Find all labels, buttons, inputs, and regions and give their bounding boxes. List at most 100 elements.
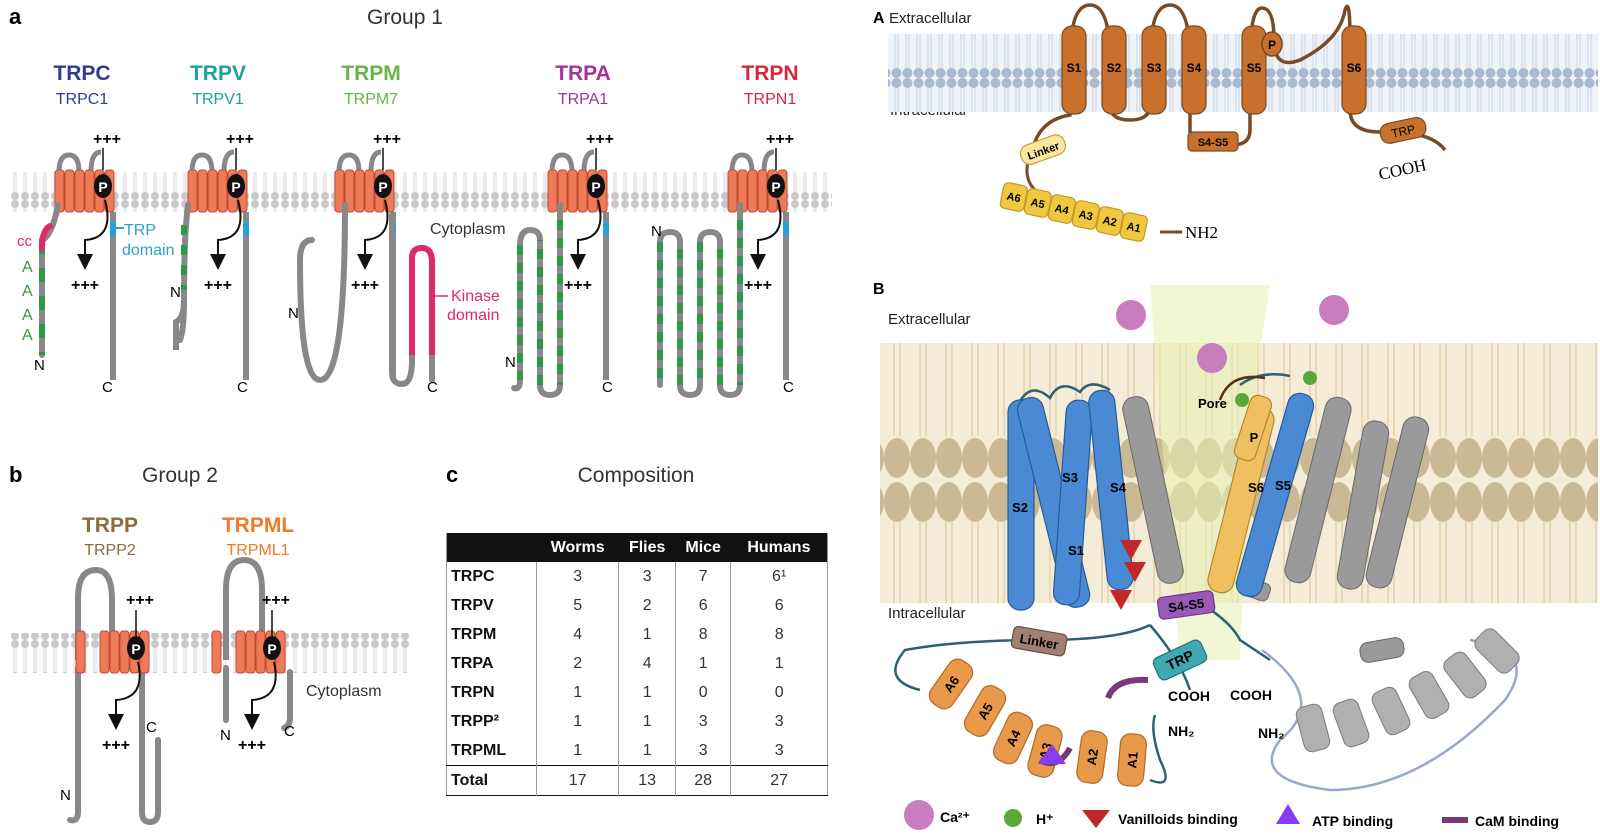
member-trpv1: TRPV1 — [192, 91, 244, 108]
tm-helix — [74, 169, 85, 213]
table-cell: 4 — [618, 649, 676, 678]
tm-helix — [567, 169, 578, 213]
member-trpml1: TRPML1 — [226, 542, 289, 559]
tm-helix — [364, 169, 375, 213]
plus-charge-top: +++ — [262, 592, 290, 609]
trpp-n-tail — [67, 665, 81, 824]
member-trpa1: TRPA1 — [558, 91, 608, 108]
legend-atp-label: ATP binding — [1312, 813, 1393, 829]
blue-helices — [1007, 389, 1315, 611]
tm-helix — [109, 630, 120, 674]
table-cell: 0 — [674, 678, 731, 707]
ankyrin-label-2: A — [22, 283, 33, 300]
svg-text:TRP: TRP — [1390, 122, 1416, 141]
ankyrin-a1: A1 — [1117, 733, 1147, 787]
legend-vanilloid-icon — [1082, 810, 1110, 828]
plus-charge-top: +++ — [586, 131, 614, 148]
vanilloid-site-3 — [1110, 590, 1132, 610]
tm-helix — [354, 169, 365, 213]
table-cell: TRPC — [451, 567, 495, 585]
channel-unit-trpp: P++++++ — [75, 592, 154, 754]
trpn-n-label: N — [651, 223, 662, 240]
extracellular-label-A: Extracellular — [889, 10, 972, 27]
tm-helix — [99, 630, 110, 674]
table-cell: TRPA — [451, 654, 494, 672]
member-trpn1: TRPN1 — [744, 91, 797, 108]
ankyrin-a6: A6 — [999, 182, 1028, 212]
tm-helix — [547, 169, 558, 213]
calcium-ion-3 — [1319, 295, 1349, 325]
tm-helix — [577, 169, 588, 213]
pore-icon — [94, 174, 112, 198]
trpm-n-label: N — [288, 305, 299, 322]
ankyrin-a2: A2 — [1076, 730, 1108, 784]
plus-charge-bottom: +++ — [71, 277, 99, 294]
table-cell: 8 — [674, 620, 731, 649]
kinase-domain-label-2: domain — [447, 307, 499, 324]
cooh-right-label: COOH — [1230, 687, 1272, 703]
table-cell: 2 — [618, 591, 676, 620]
table-header-cell: Flies — [618, 533, 676, 562]
loop — [729, 149, 775, 173]
tm-helix — [747, 169, 758, 213]
table-cell: 0 — [730, 678, 828, 707]
ankyrin-a5: A5 — [963, 685, 1007, 737]
linker-box-B: Linker — [1010, 625, 1068, 657]
tm-helix — [211, 630, 222, 674]
helix-s1 — [1052, 399, 1093, 606]
family-trpml: TRPML — [222, 514, 294, 537]
ion-flux-arrow — [570, 199, 602, 270]
ankyrin-label-3: A — [22, 307, 33, 324]
table-cell: 1 — [674, 649, 731, 678]
table-cell: 1 — [730, 649, 828, 678]
nh2-left-label: NH₂ — [1168, 723, 1194, 739]
ankyrin-label-1: A — [22, 259, 33, 276]
svg-text:S6: S6 — [1347, 61, 1362, 75]
ankyrin-a4: A4 — [1047, 194, 1076, 224]
trpp-c-tail — [139, 669, 161, 826]
extracellular-label-B: Extracellular — [888, 311, 971, 328]
atp-site — [1038, 744, 1066, 764]
channel-unit-trpa: P +++ +++ — [547, 131, 614, 380]
svg-text:S4-S5: S4-S5 — [1167, 596, 1205, 616]
member-trpm7: TRPM7 — [344, 91, 398, 108]
pore-label: P — [231, 179, 240, 195]
svg-text:S2: S2 — [1012, 500, 1028, 515]
panel-b: b Group 2 TRPP TRPP2 TRPML TRPML1 N C N … — [9, 462, 410, 826]
pore-icon — [127, 636, 145, 660]
segment-s5: S5 — [1241, 25, 1267, 115]
grey-subunit — [1122, 396, 1430, 663]
table-cell: 3 — [535, 562, 619, 591]
yellow-helices — [1207, 394, 1275, 594]
ankyrin-a2: A2 — [1095, 206, 1124, 236]
legend-vanilloid-label: Vanilloids binding — [1118, 811, 1238, 827]
trpm-n-tail — [296, 202, 348, 384]
plus-charge-bottom: +++ — [564, 277, 592, 294]
pore-label: P — [98, 179, 107, 195]
plus-charge-top: +++ — [126, 592, 154, 609]
trp-domain-label-1: TRP — [124, 222, 156, 239]
svg-text:S4: S4 — [1110, 480, 1127, 495]
intracellular-label-B: Intracellular — [888, 605, 966, 622]
family-trpm: TRPM — [341, 62, 401, 85]
trpml-c-tail — [281, 669, 293, 731]
plus-charge-bottom: +++ — [204, 277, 232, 294]
plus-charge-top: +++ — [373, 131, 401, 148]
pore-label: P — [591, 179, 600, 195]
svg-text:A3: A3 — [1077, 209, 1093, 224]
segment-s2: S2 — [1101, 25, 1127, 115]
family-labels-a: TRPC TRPC1 TRPV TRPV1 TRPM TRPM7 TRPA TR… — [53, 62, 798, 108]
cooh-left-label: COOH — [1168, 688, 1210, 704]
legend-proton-icon — [1004, 809, 1022, 827]
table-cell: TRPML — [451, 741, 507, 759]
tm-helix — [334, 169, 345, 213]
tm-helix — [84, 169, 95, 213]
trpp-c-label: C — [146, 719, 157, 736]
member-trpp2: TRPP2 — [84, 542, 136, 559]
segment-s4: S4 — [1181, 25, 1207, 115]
trpa-n-label: N — [505, 354, 516, 371]
